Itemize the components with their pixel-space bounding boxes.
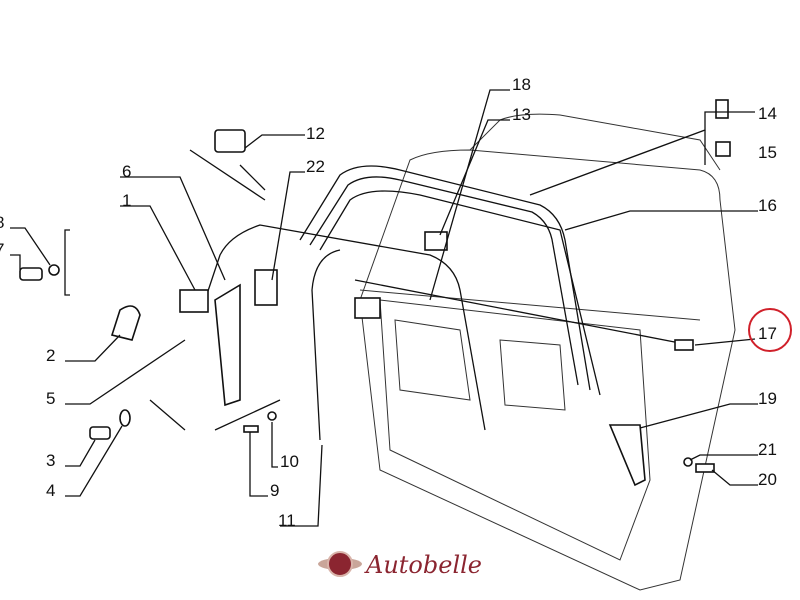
callout-7: 7 bbox=[0, 240, 4, 259]
callout-labels: 18 13 14 15 12 6 22 1 16 8 7 17 2 5 19 3… bbox=[0, 75, 777, 530]
screw-14 bbox=[715, 99, 729, 119]
callout-1: 1 bbox=[122, 191, 131, 210]
callout-11: 11 bbox=[278, 511, 296, 530]
rod-17 bbox=[354, 279, 691, 346]
rod-end bbox=[674, 339, 694, 351]
screw-20 bbox=[695, 463, 715, 473]
part-22 bbox=[254, 269, 278, 306]
callout-16: 16 bbox=[758, 196, 777, 215]
callout-20: 20 bbox=[758, 470, 777, 489]
highlight-circle bbox=[748, 308, 792, 352]
callout-5: 5 bbox=[46, 389, 55, 408]
seal-11 bbox=[311, 249, 341, 441]
nut-15 bbox=[715, 141, 731, 157]
callout-21: 21 bbox=[758, 440, 777, 459]
callout-13: 13 bbox=[512, 105, 531, 124]
upper-rail bbox=[204, 224, 486, 431]
callout-8: 8 bbox=[0, 213, 4, 232]
callout-10: 10 bbox=[280, 452, 299, 471]
bolt-7 bbox=[19, 267, 43, 281]
door-panel bbox=[359, 113, 736, 591]
part-6-bracket bbox=[214, 283, 241, 407]
screw-9 bbox=[243, 425, 259, 433]
leader-lines bbox=[10, 89, 758, 527]
callout-12: 12 bbox=[306, 124, 325, 143]
part-13 bbox=[424, 231, 448, 251]
callout-9: 9 bbox=[270, 481, 279, 500]
washer-10 bbox=[267, 411, 277, 421]
part-2 bbox=[110, 305, 141, 341]
hinge-19 bbox=[608, 424, 646, 487]
logo-text: Autobelle bbox=[364, 551, 482, 579]
bolt-3 bbox=[89, 426, 111, 440]
washer-4 bbox=[119, 409, 131, 427]
window-channel bbox=[299, 165, 601, 396]
callout-17: 17 bbox=[758, 324, 777, 343]
callout-14: 14 bbox=[758, 104, 777, 123]
callout-22: 22 bbox=[306, 157, 325, 176]
part-18 bbox=[354, 297, 381, 319]
callout-3: 3 bbox=[46, 451, 55, 470]
part-1 bbox=[179, 289, 209, 313]
callout-2: 2 bbox=[46, 346, 55, 365]
callout-19: 19 bbox=[758, 389, 777, 408]
callout-15: 15 bbox=[758, 143, 777, 162]
autobelle-logo: Autobelle bbox=[318, 551, 482, 579]
callout-4: 4 bbox=[46, 481, 55, 500]
callout-18: 18 bbox=[512, 75, 531, 94]
washer-8 bbox=[48, 264, 60, 276]
callout-6: 6 bbox=[122, 162, 131, 181]
part-12 bbox=[214, 129, 246, 153]
